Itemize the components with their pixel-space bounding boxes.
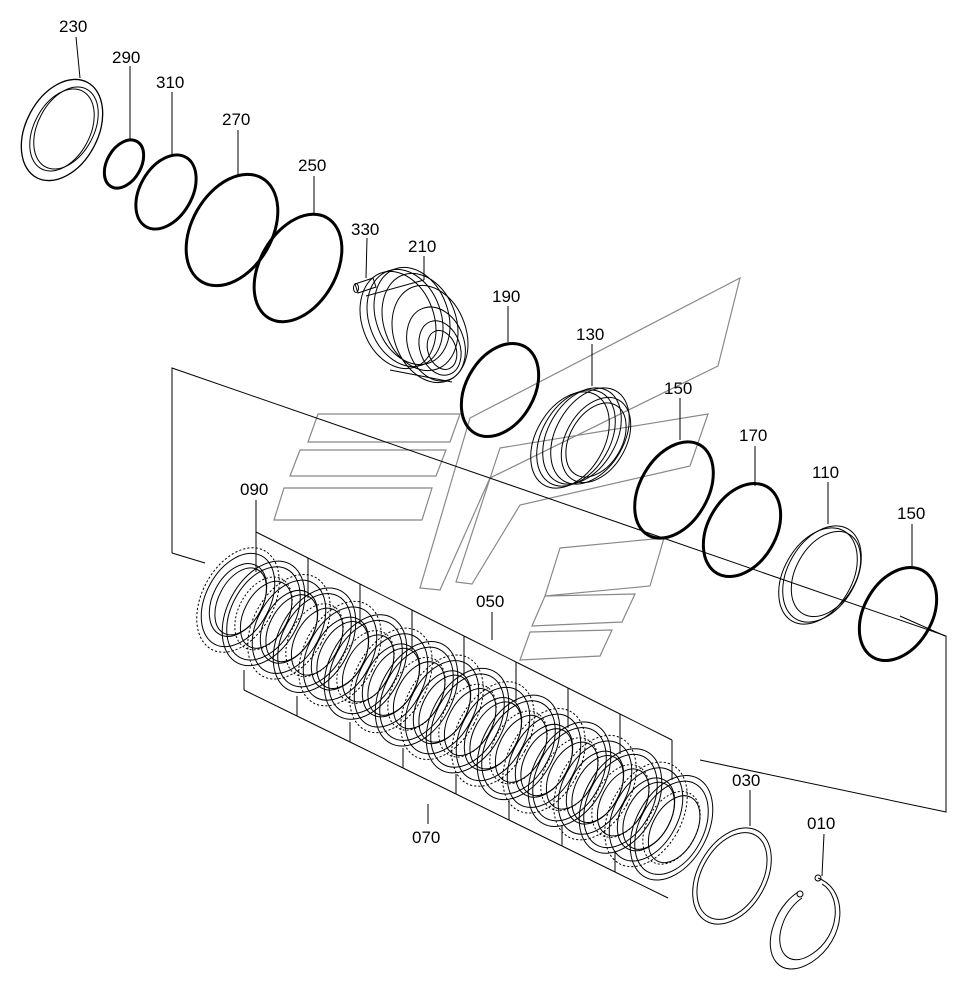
clutch-disc: [629, 775, 714, 881]
part-190-o-ring: [459, 341, 541, 439]
label-070: 070: [412, 828, 440, 847]
label-210: 210: [408, 237, 436, 256]
clutch-disc: [323, 614, 408, 720]
label-090: 090: [240, 480, 268, 499]
clutch-disc: [476, 694, 561, 801]
clutch-disc: [221, 560, 306, 667]
part-270-o-ring: [184, 172, 280, 288]
clutch-disc: [374, 641, 459, 747]
clutch-disc: [425, 667, 510, 774]
part-170-o-ring: [701, 481, 783, 579]
clutch-disc: [400, 654, 484, 760]
clutch-disc-pack: [196, 547, 714, 881]
part-110-ring: [778, 525, 862, 625]
label-030: 030: [732, 771, 760, 790]
label-050: 050: [476, 592, 504, 611]
clutch-disc: [578, 748, 663, 854]
clutch-disc: [247, 574, 331, 680]
label-150-lower: 150: [897, 504, 925, 523]
part-310-o-ring: [134, 153, 198, 231]
part-130-sleeve: [530, 387, 632, 489]
label-130: 130: [576, 325, 604, 344]
part-330-pin: [353, 277, 377, 294]
clutch-disc: [298, 600, 382, 707]
clutch-disc: [527, 721, 612, 827]
label-330: 330: [351, 220, 379, 239]
part-010-circlip: [769, 874, 841, 970]
label-010: 010: [807, 814, 835, 833]
part-210-piston: [359, 266, 469, 384]
clutch-disc: [349, 627, 433, 734]
label-230: 230: [59, 17, 87, 36]
part-150-o-ring-lower: [857, 565, 939, 663]
leader-lines: [75, 36, 913, 877]
part-150-o-ring-upper: [633, 440, 715, 540]
part-labels: 230 290 310 270 250 330 210 190 130 150 …: [59, 17, 925, 847]
part-030-ring: [692, 827, 772, 925]
label-190: 190: [492, 287, 520, 306]
clutch-disc: [553, 734, 637, 841]
label-110: 110: [812, 463, 839, 482]
part-250-o-ring: [252, 212, 344, 324]
assembly-frame: [171, 367, 947, 813]
watermark-logo: [273, 276, 741, 661]
clutch-disc: [272, 587, 357, 693]
label-310: 310: [156, 73, 184, 92]
label-150-upper: 150: [664, 379, 692, 398]
clutch-disc: [196, 547, 280, 653]
label-290: 290: [112, 48, 140, 67]
label-250: 250: [298, 156, 326, 175]
label-170: 170: [739, 426, 767, 445]
label-270: 270: [222, 110, 250, 129]
part-290-o-ring: [102, 138, 146, 190]
part-070-bracket: [243, 531, 673, 899]
clutch-disc: [502, 708, 586, 814]
part-230-thrust-washer: [20, 78, 104, 182]
